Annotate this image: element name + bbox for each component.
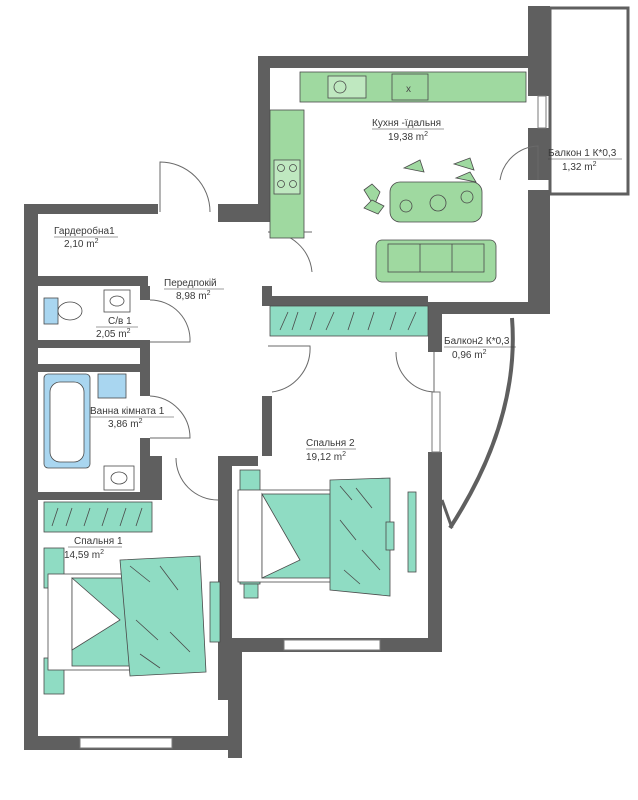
sink-icon	[103, 465, 135, 491]
room-name-bedroom1: Спальня 1	[74, 536, 123, 547]
wall	[24, 204, 38, 500]
wardrobe-icon	[269, 305, 429, 337]
wall	[528, 6, 550, 96]
wall	[258, 56, 550, 68]
sink-icon	[333, 80, 347, 94]
room-area-balcony1: 1,32 m2	[562, 161, 597, 173]
bed-icon	[43, 547, 221, 695]
door-swing-icon	[499, 145, 539, 181]
room-name-bedroom2: Спальня 2	[306, 438, 355, 449]
plate	[460, 190, 474, 204]
balcony-rail	[440, 499, 454, 529]
room-name-balcony1: Балкон 1 К*0,3	[548, 148, 617, 159]
balcony-outline	[548, 6, 630, 196]
wall	[428, 302, 550, 314]
room-labels: Кухня -їдальня 19,38 m2 Балкон 1 К*0,3 1…	[54, 118, 622, 561]
shower-tray	[97, 373, 127, 399]
plate	[399, 199, 413, 213]
wall	[218, 204, 270, 222]
wall	[38, 276, 148, 286]
wardrobe-icon	[43, 501, 153, 533]
room-name-kitchen: Кухня -їдальня	[372, 118, 441, 129]
wardrobes	[43, 305, 429, 533]
wall	[528, 190, 550, 314]
wall	[38, 492, 158, 500]
wall	[528, 128, 550, 180]
room-area-bedroom1: 14,59 m2	[64, 549, 104, 561]
wall	[24, 500, 38, 750]
wall	[428, 302, 442, 352]
window-icon	[431, 391, 441, 453]
door-swing-icon	[268, 345, 311, 393]
plate	[429, 194, 447, 212]
fridge	[391, 73, 429, 101]
windows	[79, 6, 630, 749]
room-name-hallway: Передпокій	[164, 278, 217, 289]
chair	[363, 157, 477, 215]
wall	[150, 456, 162, 500]
room-area-wardrobe: 2,10 m2	[64, 238, 99, 250]
stove-icon	[273, 159, 301, 195]
room-area-balcony2: 0,96 m2	[452, 349, 487, 361]
room-area-kitchen: 19,38 m2	[388, 131, 428, 143]
room-area-bedroom2: 19,12 m2	[306, 451, 346, 463]
stove-icon	[277, 180, 285, 188]
wall	[262, 296, 428, 306]
room-name-wardrobe: Гардеробна1	[54, 225, 115, 237]
window-icon	[79, 737, 173, 749]
fridge-mark: x	[406, 84, 411, 95]
stove-icon	[289, 164, 297, 172]
balcony-rail	[448, 317, 515, 530]
room-name-bathroom: Ванна кімната 1	[90, 406, 165, 417]
room-name-wc: С/в 1	[108, 316, 132, 327]
room-area-wc: 2,05 m2	[96, 328, 131, 340]
wall	[140, 438, 150, 500]
room-area-bathroom: 3,86 m2	[108, 418, 143, 430]
sink-icon	[103, 289, 131, 313]
stove-icon	[289, 180, 297, 188]
door-swing-icon	[149, 299, 191, 343]
toilet-icon	[57, 301, 83, 321]
bathroom-fixtures	[43, 289, 135, 491]
bed-icon	[237, 469, 417, 599]
door-swing-icon	[175, 457, 219, 501]
dining-table-icon	[389, 181, 483, 223]
room-area-hallway: 8,98 m2	[176, 290, 211, 302]
wall	[218, 500, 232, 700]
toilet-icon	[43, 297, 59, 325]
door-swing-icon	[159, 161, 211, 213]
kitchen-furniture: x	[269, 71, 527, 283]
wall	[218, 456, 232, 510]
wall	[38, 364, 148, 372]
wall	[262, 286, 272, 306]
wall	[24, 204, 158, 214]
window-icon	[283, 639, 381, 651]
bathtub-icon	[49, 381, 85, 463]
sofa-icon	[387, 243, 485, 273]
door-swing-icon	[149, 395, 191, 439]
wall	[140, 286, 150, 300]
wall	[228, 456, 258, 466]
window-icon	[537, 95, 547, 129]
wall	[258, 56, 270, 222]
wall	[428, 452, 442, 652]
stove-icon	[277, 164, 285, 172]
room-name-balcony2: Балкон2 К*0,3	[444, 336, 510, 347]
wall	[262, 396, 272, 456]
door-swing-icon	[395, 351, 435, 393]
wall	[38, 340, 148, 348]
